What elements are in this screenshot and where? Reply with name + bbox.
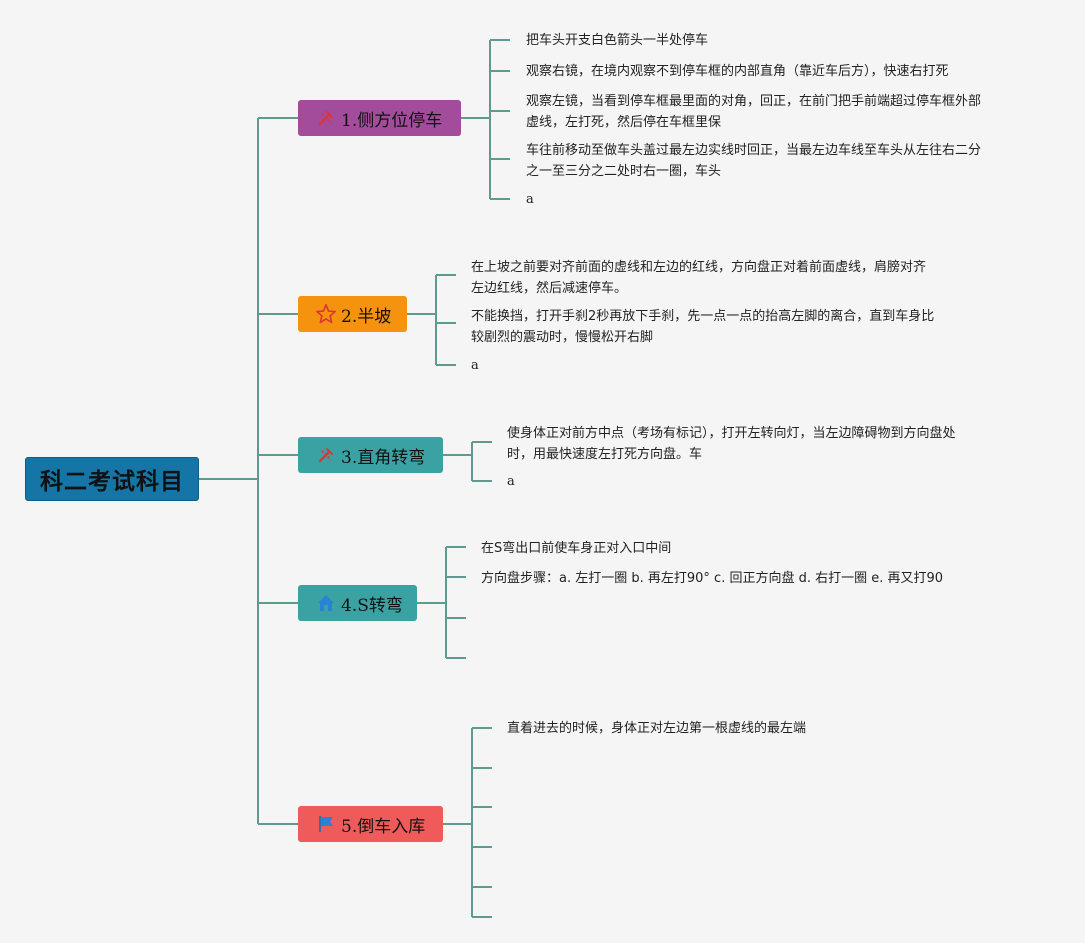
leaf-2-2[interactable]: 不能换挡，打开手刹2秒再放下手刹，先一点一点的抬高左脚的离合，直到车身比 较剧烈… [471,309,935,345]
flag-icon [315,813,337,835]
leaf-1-5[interactable]: a [526,192,534,207]
star-icon [315,303,337,325]
leaf-2-1[interactable]: 在上坡之前要对齐前面的虚线和左边的红线，方向盘正对着前面虚线，肩膀对齐 左边红线… [471,260,927,296]
leaf-3-1[interactable]: 使身体正对前方中点（考场有标记），打开左转向灯，当左边障碍物到方向盘处 时，用最… [507,426,956,462]
branch-topic-4[interactable]: 4.S转弯 [298,585,417,621]
branch-title-5: 5.倒车入库 [341,816,426,837]
leaf-1-3[interactable]: 观察左镜，当看到停车框最里面的对角，回正，在前门把手前端超过停车框外部 虚线，左… [526,94,982,130]
tools-icon [315,444,337,466]
leaf-4-1[interactable]: 在S弯出口前使车身正对入口中间 [481,541,672,556]
leaf-5-1[interactable]: 直着进去的时候，身体正对左边第一根虚线的最左端 [507,721,807,736]
branch-topic-5[interactable]: 5.倒车入库 [298,806,443,842]
branch-title-2: 2.半坡 [341,306,392,327]
branch-topic-2[interactable]: 2.半坡 [298,296,407,332]
leaf-2-3[interactable]: a [471,358,479,373]
home-icon [315,592,337,614]
leaf-4-2[interactable]: 方向盘步骤：a. 左打一圈 b. 再左打90° c. 回正方向盘 d. 右打一圈… [481,571,944,586]
branch-title-1: 1.侧方位停车 [341,110,443,131]
leaf-1-1[interactable]: 把车头开支白色箭头一半处停车 [526,33,709,48]
root-title: 科二考试科目 [40,469,184,495]
branch-topic-1[interactable]: 1.侧方位停车 [298,100,461,136]
branch-topic-3[interactable]: 3.直角转弯 [298,437,443,473]
root-topic[interactable]: 科二考试科目 [25,457,199,501]
leaf-3-2[interactable]: a [507,474,515,489]
branch-title-4: 4.S转弯 [341,595,403,616]
leaf-1-2[interactable]: 观察右镜，在境内观察不到停车框的内部直角（靠近车后方），快速右打死 [526,64,949,79]
leaf-1-4[interactable]: 车往前移动至做车头盖过最左边实线时回正，当最左边车线至车头从左往右二分 之一至三… [526,143,982,179]
branch-title-3: 3.直角转弯 [341,447,426,468]
tools-icon [315,107,337,129]
